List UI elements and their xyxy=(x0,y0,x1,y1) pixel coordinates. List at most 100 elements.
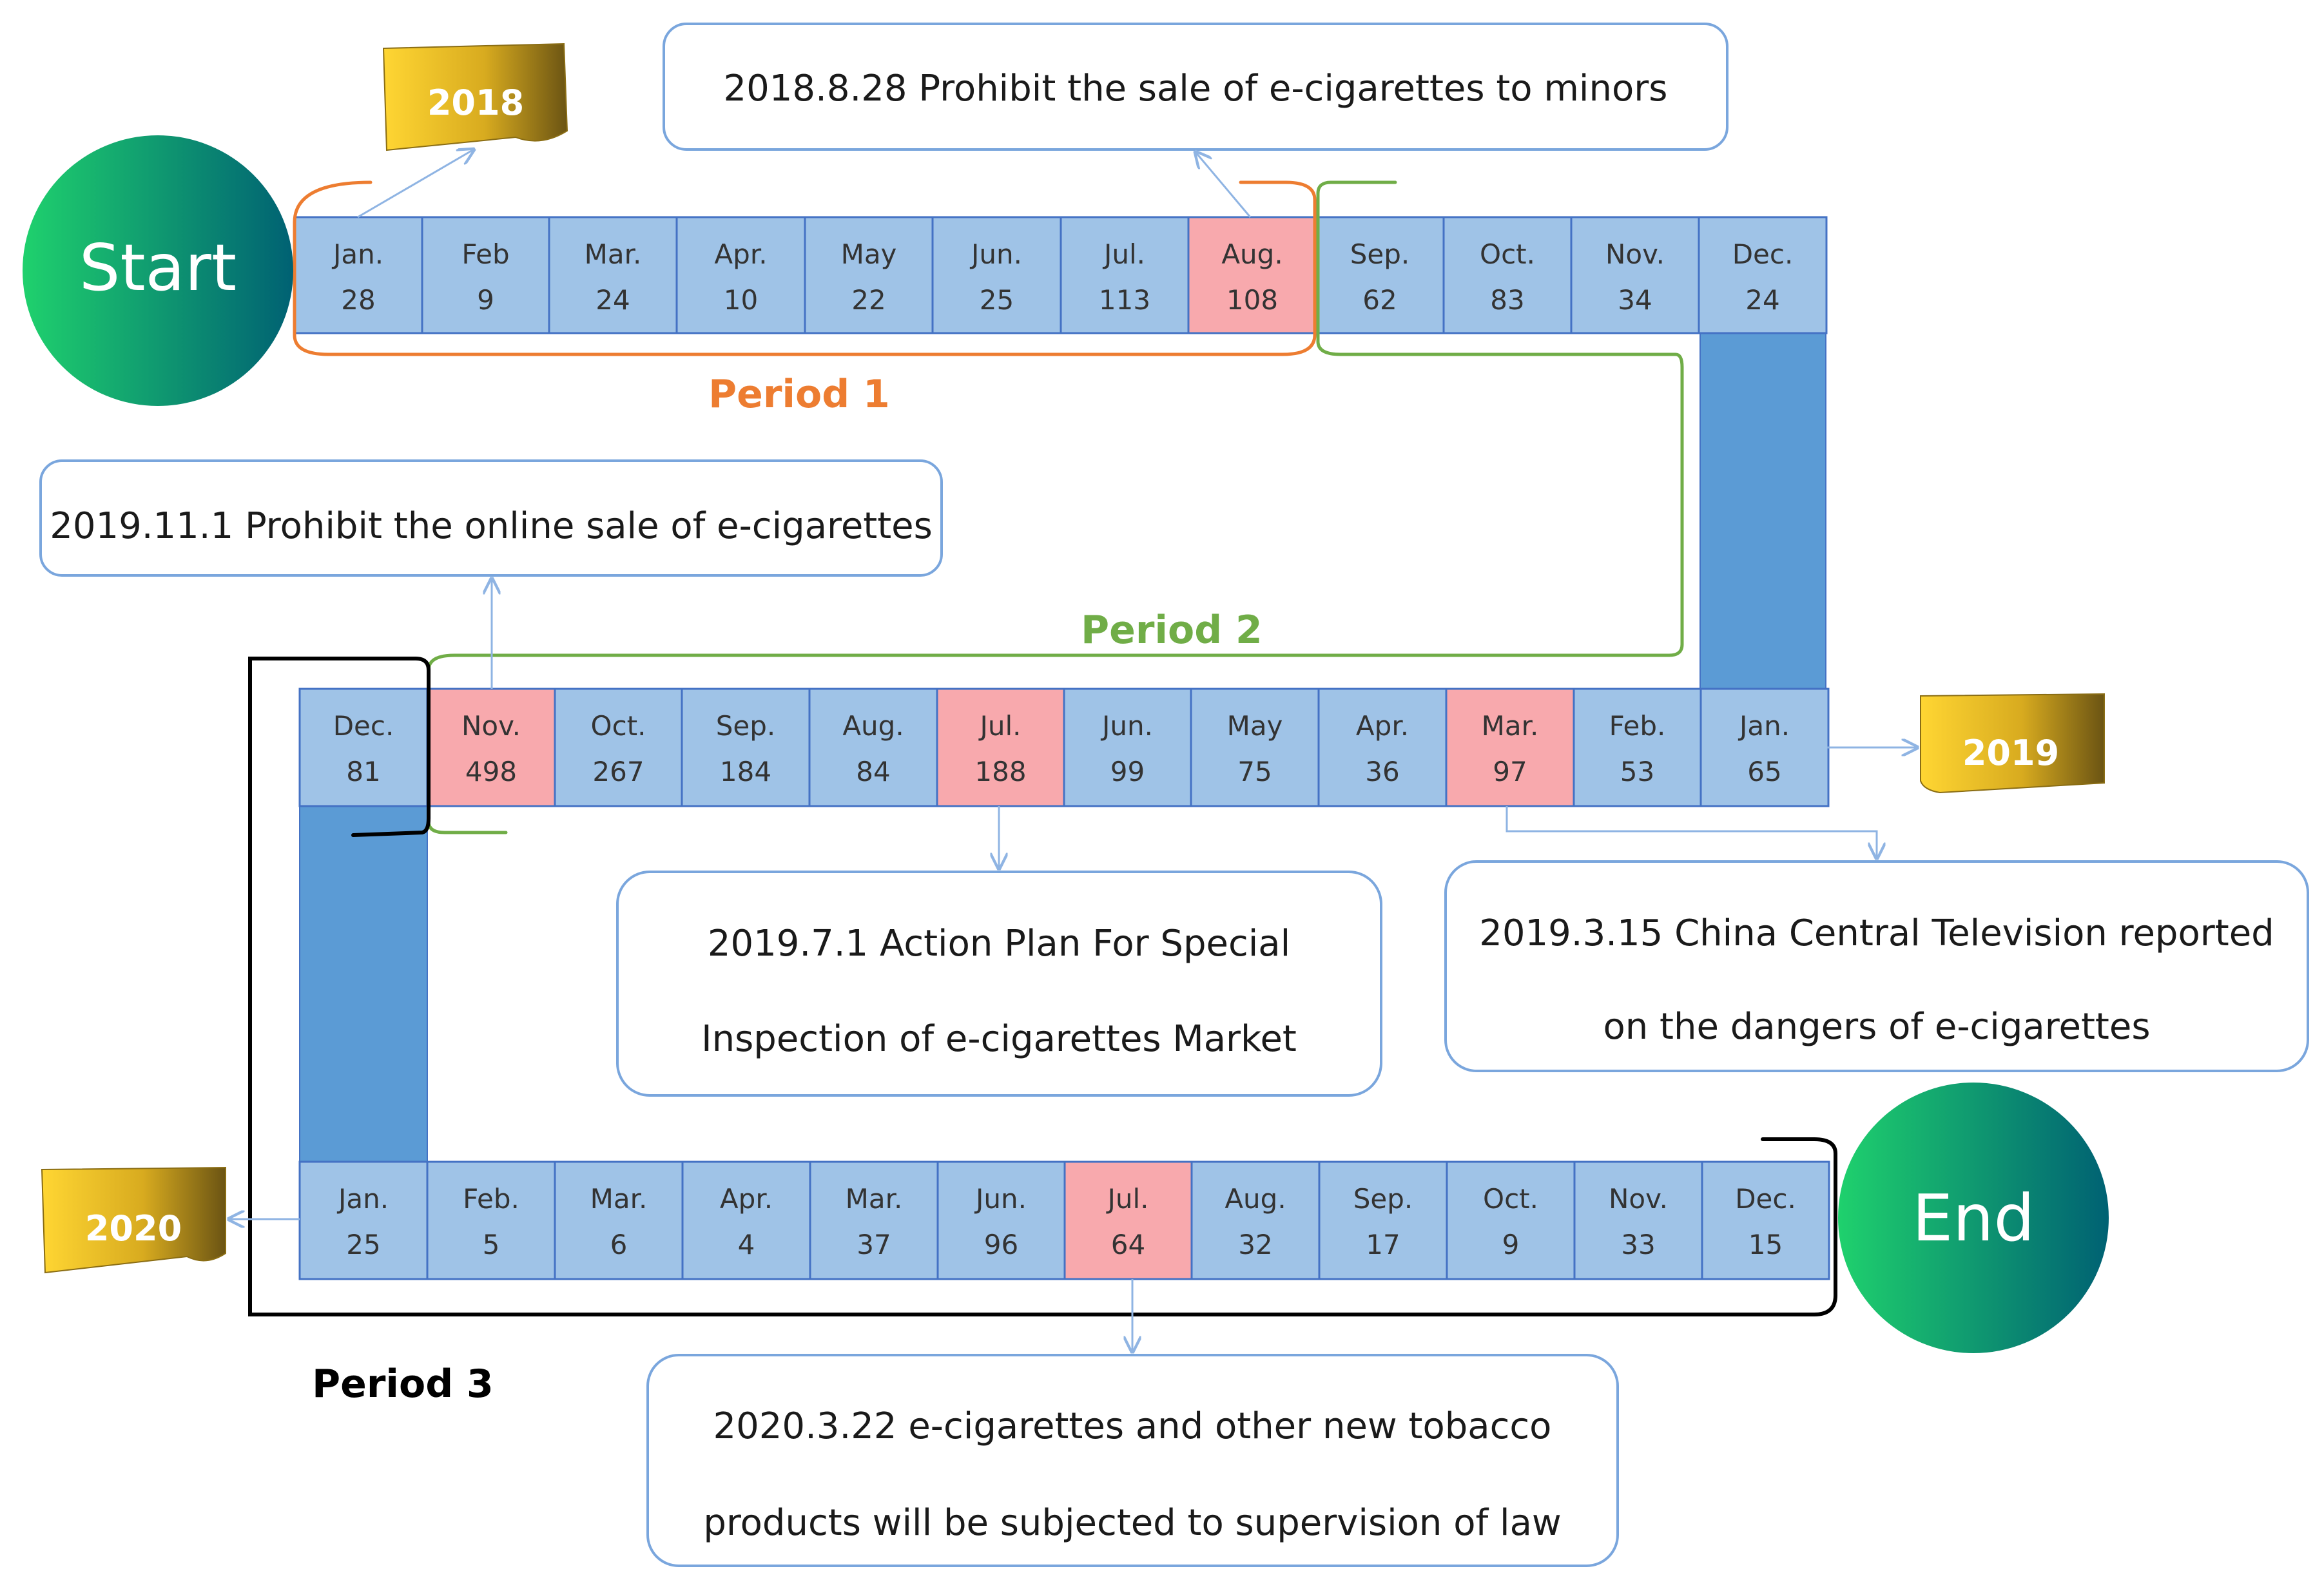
month-label: May xyxy=(841,238,897,270)
month-label: Oct. xyxy=(591,710,646,742)
month-value: 25 xyxy=(346,1229,380,1260)
end-label: End xyxy=(1912,1180,2035,1256)
month-cell xyxy=(298,688,429,807)
month-label: Dec. xyxy=(333,710,394,742)
month-label: Dec. xyxy=(1732,238,1794,270)
month-cell xyxy=(554,688,683,807)
month-value: 6 xyxy=(610,1229,628,1260)
month-value: 62 xyxy=(1362,284,1397,316)
month-label: Aug. xyxy=(1221,238,1283,270)
note-2019-11-1: 2019.11.1 Prohibit the online sale of e-… xyxy=(39,459,943,577)
start-circle xyxy=(23,135,293,406)
month-cell xyxy=(808,688,938,807)
month-value: 32 xyxy=(1238,1229,1272,1260)
month-cell xyxy=(1315,216,1445,334)
month-label: Jul. xyxy=(1105,1183,1148,1215)
note-2019-7-1: 2019.7.1 Action Plan For Special Inspect… xyxy=(616,871,1382,1097)
month-value: 75 xyxy=(1237,756,1272,787)
month-cell xyxy=(1570,216,1700,334)
month-label: Nov. xyxy=(1609,1183,1668,1215)
month-label: Jun. xyxy=(1100,710,1153,742)
month-value: 9 xyxy=(1502,1229,1520,1260)
month-label: Aug. xyxy=(1225,1183,1286,1215)
arrow-to-note-2019-3 xyxy=(1506,806,1877,858)
month-value: 97 xyxy=(1493,756,1527,787)
note-2019-11-1-text: 2019.11.1 Prohibit the online sale of e-… xyxy=(50,505,933,547)
note-2018-8-28: 2018.8.28 Prohibit the sale of e-cigaret… xyxy=(663,23,1728,151)
month-label: Aug. xyxy=(842,710,904,742)
month-value: 28 xyxy=(341,284,375,316)
month-value: 65 xyxy=(1747,756,1781,787)
month-cell xyxy=(1060,216,1190,334)
row-2020: Jan.25Feb.5Mar.6Apr.4Mar.37Jun.96Jul.64A… xyxy=(298,1160,1830,1280)
month-label: Oct. xyxy=(1483,1183,1538,1215)
row-2019: Dec.81Nov.498Oct.267Sep.184Aug.84Jul.188… xyxy=(298,688,1830,807)
month-label: Jun. xyxy=(974,1183,1027,1215)
year-flag-2019: 2019 xyxy=(1920,693,2105,794)
month-cell xyxy=(421,216,550,334)
month-label: Jan. xyxy=(331,238,383,270)
month-label: Mar. xyxy=(846,1183,903,1215)
month-label: Jan. xyxy=(336,1183,389,1215)
note-2018-8-28-text: 2018.8.28 Prohibit the sale of e-cigaret… xyxy=(724,68,1668,110)
note-2019-3-15-line2: on the dangers of e-cigarettes xyxy=(1603,1006,2150,1048)
month-value: 22 xyxy=(851,284,886,316)
month-value: 10 xyxy=(724,284,758,316)
year-2018-label: 2018 xyxy=(427,82,524,123)
month-cell xyxy=(1190,1160,1321,1280)
month-cell xyxy=(1317,688,1448,807)
month-value: 99 xyxy=(1110,756,1145,787)
month-label: Mar. xyxy=(1482,710,1539,742)
period-1-bracket xyxy=(293,180,1317,356)
month-cell xyxy=(298,1160,429,1280)
month-label: Apr. xyxy=(720,1183,773,1215)
month-value: 25 xyxy=(980,284,1014,316)
month-cell xyxy=(1190,688,1320,807)
month-label: Sep. xyxy=(1353,1183,1413,1215)
month-cell xyxy=(804,216,934,334)
month-label: Jul. xyxy=(978,710,1021,742)
month-value: 96 xyxy=(984,1229,1018,1260)
month-cell xyxy=(1446,1160,1576,1280)
year-flag-2020: 2020 xyxy=(41,1166,226,1274)
month-cell xyxy=(1701,1160,1830,1280)
period-1-label: Period 1 xyxy=(708,372,890,417)
month-value: 267 xyxy=(592,756,644,787)
month-cell xyxy=(931,216,1062,334)
month-label: Sep. xyxy=(716,710,776,742)
month-cell xyxy=(1318,1160,1448,1280)
arrow-to-note-2018 xyxy=(1196,152,1252,218)
arrow-to-2018 xyxy=(357,149,474,218)
period-3-bracket xyxy=(248,657,1837,1316)
month-value: 9 xyxy=(477,284,494,316)
month-value: 498 xyxy=(465,756,517,787)
month-label: May xyxy=(1227,710,1283,742)
month-cell xyxy=(1573,1160,1703,1280)
month-cell xyxy=(1698,216,1828,334)
month-value: 5 xyxy=(483,1229,500,1260)
month-cell xyxy=(426,1160,556,1280)
start-label: Start xyxy=(79,230,237,305)
month-cell xyxy=(293,216,423,334)
month-value: 15 xyxy=(1748,1229,1783,1260)
month-label: Feb. xyxy=(1609,710,1666,742)
month-value: 24 xyxy=(1745,284,1779,316)
note-2019-3-15: 2019.3.15 China Central Television repor… xyxy=(1444,860,2309,1072)
month-value: 81 xyxy=(346,756,380,787)
month-value: 188 xyxy=(974,756,1026,787)
month-label: Jan. xyxy=(1738,710,1790,742)
month-value: 184 xyxy=(720,756,771,787)
month-label: Dec. xyxy=(1735,1183,1796,1215)
end-circle xyxy=(1838,1083,2109,1353)
month-cell xyxy=(1445,688,1575,807)
month-value: 37 xyxy=(857,1229,891,1260)
month-label: Apr. xyxy=(714,238,767,270)
month-cell xyxy=(936,1160,1066,1280)
month-value: 24 xyxy=(596,284,630,316)
month-cell xyxy=(554,1160,684,1280)
year-2019-label: 2019 xyxy=(1962,733,2059,773)
month-label: Nov. xyxy=(461,710,521,742)
month-cell xyxy=(1442,216,1573,334)
month-label: Jun. xyxy=(969,238,1022,270)
